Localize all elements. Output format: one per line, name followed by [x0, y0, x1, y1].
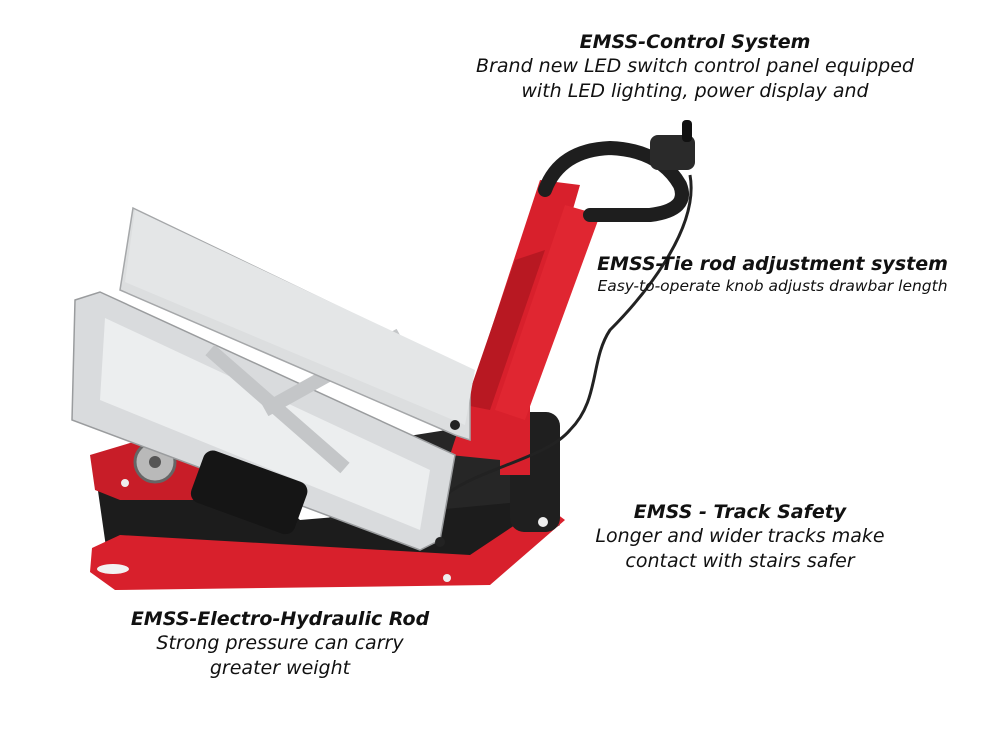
hydraulic-rod-desc-line2: greater weight [209, 657, 351, 679]
control-system-caption: EMSS-Control System Brand new LED switch… [460, 30, 930, 104]
track-safety-desc-line1: Longer and wider tracks make [595, 525, 885, 547]
control-system-desc-line2: with LED lighting, power display and [521, 80, 869, 102]
track-safety-desc-line2: contact with stairs safer [625, 550, 855, 572]
hydraulic-rod-title: EMSS-Electro-Hydraulic Rod [130, 608, 430, 630]
track-safety-caption: EMSS - Track Safety Longer and wider tra… [585, 500, 895, 574]
control-system-desc-line1: Brand new LED switch control panel equip… [476, 55, 914, 77]
tie-rod-desc: Easy-to-operate knob adjusts drawbar len… [597, 277, 948, 295]
tie-rod-caption: EMSS-Tie rod adjustment system Easy-to-o… [585, 252, 960, 296]
track-safety-title: EMSS - Track Safety [633, 501, 847, 523]
hydraulic-rod-desc-line1: Strong pressure can carry [156, 632, 404, 654]
handlebar [438, 120, 695, 502]
red-handle-column [450, 180, 600, 460]
tie-rod-title: EMSS-Tie rod adjustment system [597, 253, 948, 275]
control-system-title: EMSS-Control System [579, 31, 811, 53]
lift-platform [71, 206, 475, 551]
motor [190, 450, 308, 535]
hydraulic-rod-caption: EMSS-Electro-Hydraulic Rod Strong pressu… [125, 607, 435, 681]
